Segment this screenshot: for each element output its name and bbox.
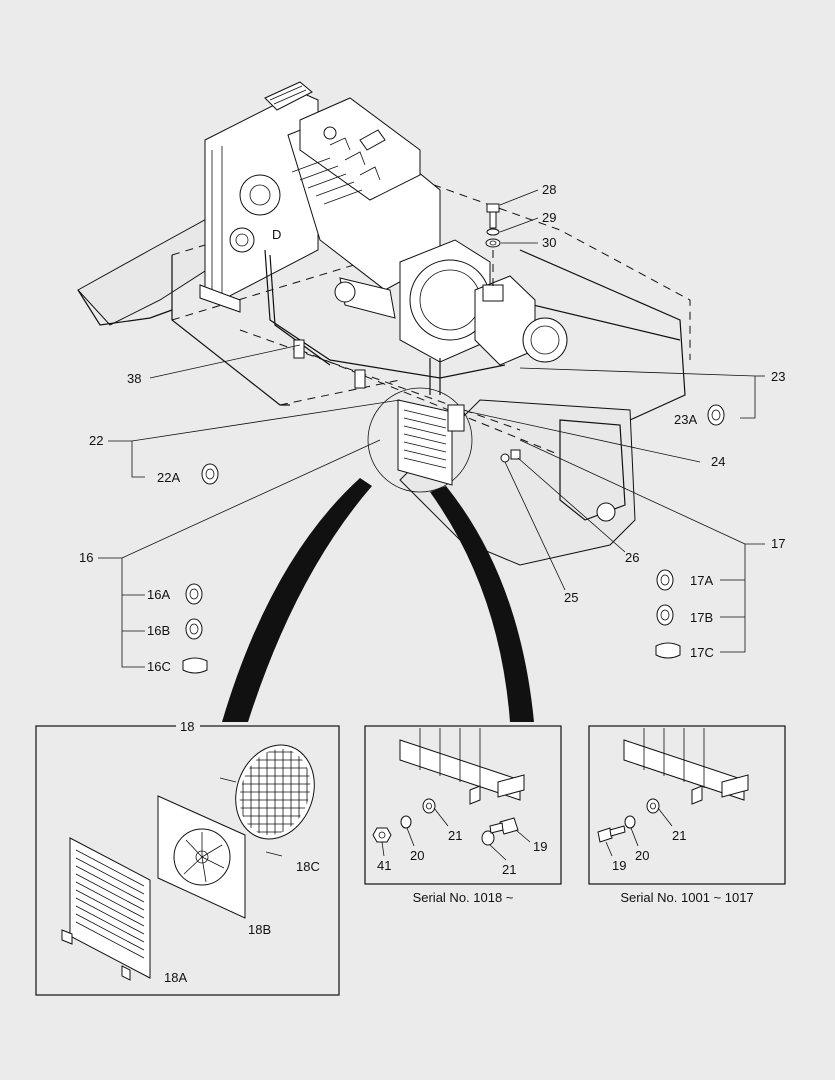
bolt-25-icon [500, 453, 510, 463]
nut-26-icon [510, 449, 521, 460]
o-ring-22A-icon [201, 463, 219, 485]
cap-17C-icon [655, 642, 681, 659]
callout-29: 29 [542, 210, 556, 225]
seal-icons [182, 404, 725, 674]
callout-17: 17 [771, 536, 785, 551]
pulley-icon [229, 227, 255, 253]
callout-16A: 16A [147, 587, 170, 602]
callout-16C: 16C [147, 659, 171, 674]
frame-hole-icon [596, 502, 616, 522]
washer-21-icon [422, 798, 436, 814]
detail-leader-right [430, 486, 534, 722]
pump-block [482, 284, 504, 302]
caption-serial-1018: Serial No. 1018 ~ [413, 890, 514, 905]
callout-38: 38 [127, 371, 141, 386]
hose-clamp [293, 339, 305, 359]
hose-clamp [354, 369, 366, 389]
o-ring-16A-icon [185, 583, 203, 605]
bolt-washer-stack [485, 189, 539, 290]
detail-box-serial-1018 [364, 725, 562, 885]
callout-20: 20 [410, 848, 424, 863]
callout-17C: 17C [690, 645, 714, 660]
o-ring-17A-icon [656, 569, 674, 591]
detail-box-serial-1001 [588, 725, 786, 885]
filler-cap-icon [323, 126, 337, 140]
callout-19: 19 [612, 858, 626, 873]
cap-16C-icon [182, 657, 208, 674]
o-ring-17B-icon [656, 604, 674, 626]
washer-21-icon [646, 798, 660, 814]
callout-21: 21 [672, 828, 686, 843]
callout-41: 41 [377, 858, 391, 873]
callout-21: 21 [448, 828, 462, 843]
callout-24: 24 [711, 454, 725, 469]
fan-shroud [447, 404, 465, 432]
callout-17B: 17B [690, 610, 713, 625]
callout-22: 22 [89, 433, 103, 448]
spring-washer-20-icon [400, 815, 412, 829]
callout-18A: 18A [164, 970, 187, 985]
bolt-19-icon [597, 827, 613, 843]
engine-assembly: D [199, 81, 568, 395]
detail-leader-left [222, 478, 372, 722]
spring-washer-20-icon [624, 815, 636, 829]
o-ring-16B-icon [185, 618, 203, 640]
alternator-icon [239, 174, 281, 216]
bolt-head-icon [486, 203, 500, 213]
callout-20: 20 [635, 848, 649, 863]
callout-21: 21 [502, 862, 516, 877]
leader-lines [98, 344, 765, 668]
callout-23: 23 [771, 369, 785, 384]
nut-41-icon [372, 827, 392, 843]
callout-D: D [272, 227, 281, 242]
detail-circle [367, 387, 473, 493]
callout-22A: 22A [157, 470, 180, 485]
callout-30: 30 [542, 235, 556, 250]
spring-washer-icon [486, 228, 500, 236]
starter-icon [334, 281, 356, 303]
callout-18B: 18B [248, 922, 271, 937]
washer-21b-icon [481, 830, 495, 846]
o-ring-23A-icon [707, 404, 725, 426]
pump-gear-icon [522, 317, 568, 363]
detail-box-18 [35, 718, 340, 996]
callout-17A: 17A [690, 573, 713, 588]
callout-26: 26 [625, 550, 639, 565]
callout-28: 28 [542, 182, 556, 197]
callout-16: 16 [79, 550, 93, 565]
callout-25: 25 [564, 590, 578, 605]
callout-19: 19 [533, 839, 547, 854]
callout-16B: 16B [147, 623, 170, 638]
callout-18: 18 [180, 719, 194, 734]
flat-washer-icon [485, 238, 501, 248]
caption-serial-1001: Serial No. 1001 ~ 1017 [620, 890, 753, 905]
callout-18C: 18C [296, 859, 320, 874]
oil-cooler-small [367, 387, 521, 493]
callout-23A: 23A [674, 412, 697, 427]
